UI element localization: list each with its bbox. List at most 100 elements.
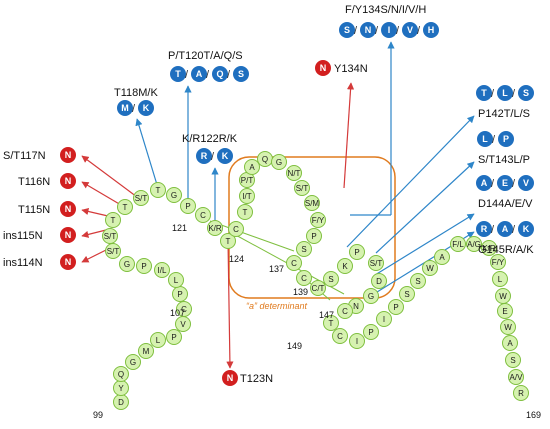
- mutation-label: K/R122R/K: [182, 133, 238, 145]
- mutation-badge: [233, 66, 249, 82]
- residue-169: R: [513, 385, 529, 401]
- residue-101: Q: [113, 366, 129, 382]
- residue-circle: [294, 180, 310, 196]
- mutation-badge-text: N: [65, 230, 72, 240]
- mutation-badge: [476, 175, 492, 191]
- residue-138: C: [296, 270, 312, 286]
- position-number: 169: [526, 410, 541, 420]
- residue-151: P: [363, 324, 379, 340]
- badge-separator: /: [512, 88, 516, 100]
- position-number: 147: [319, 310, 334, 320]
- residue-103: M: [138, 343, 154, 359]
- residue-circle: [376, 311, 392, 327]
- residue-circle: [138, 343, 154, 359]
- residue-136: S: [296, 241, 312, 257]
- residue-121: C: [195, 207, 211, 223]
- residue-letter: T: [156, 186, 161, 195]
- residue-164: E: [497, 303, 513, 319]
- residue-letter: S/M: [305, 199, 320, 208]
- badge-separator: /: [227, 69, 231, 81]
- residue-letter: P: [368, 328, 373, 337]
- mutation-badge-text: R: [481, 224, 488, 234]
- mutation-badge-text: P: [503, 134, 509, 144]
- mutation-badge-text: E: [502, 178, 508, 188]
- residue-167: S: [505, 352, 521, 368]
- residue-126: I/T: [239, 188, 255, 204]
- residue-165: W: [500, 319, 516, 335]
- residue-letter: T: [243, 208, 248, 217]
- residue-139: C/T: [310, 280, 326, 296]
- residue-circle: [180, 198, 196, 214]
- mutation-badge-text: N: [365, 25, 372, 35]
- mutation-badge: [60, 201, 76, 217]
- residue-141: K: [337, 258, 353, 274]
- residue-145: G: [363, 288, 379, 304]
- residue-letter: G: [130, 358, 136, 367]
- residue-circle: [119, 256, 135, 272]
- residue-124: C: [228, 221, 244, 237]
- residue-circle: [490, 254, 506, 270]
- arrow-ins115n: [81, 229, 107, 238]
- residue-circle: [466, 236, 482, 252]
- residue-circle: [349, 244, 365, 260]
- residue-110: I/L: [154, 262, 170, 278]
- mutation-badge: [497, 221, 513, 237]
- mutation-s117n: S/T117N N: [3, 147, 76, 163]
- residue-134: F/Y: [310, 212, 326, 228]
- residue-162: L: [492, 271, 508, 287]
- residue-letter: W: [499, 292, 507, 301]
- residue-137: C: [286, 255, 302, 271]
- residue-circle: [244, 159, 260, 175]
- arrow-t123n: [226, 239, 234, 369]
- residue-119: G: [166, 187, 182, 203]
- arrow-p142: [346, 115, 475, 248]
- residue-153: P: [388, 299, 404, 315]
- residue-111: P: [136, 258, 152, 274]
- residue-circle: [150, 332, 166, 348]
- residue-letter: A/G: [467, 240, 481, 249]
- a-determinant-label: “a” determinant: [246, 301, 308, 311]
- residue-letter: K: [342, 262, 348, 271]
- residue-99: D: [113, 394, 129, 410]
- residue-129: Q: [257, 151, 273, 167]
- mutation-d144: A / E / V D144A/E/V: [476, 175, 534, 210]
- residue-100: Y: [113, 380, 129, 396]
- residue-letter: K/R: [482, 244, 496, 253]
- residue-letter: Q: [262, 155, 268, 164]
- mutation-p142: T / L / S P142T/L/S: [476, 85, 534, 120]
- residue-163: W: [495, 288, 511, 304]
- residue-135: P: [306, 228, 322, 244]
- residue-letter: E: [502, 307, 507, 316]
- residue-148: T: [323, 315, 339, 331]
- badge-separator: /: [491, 224, 495, 236]
- residue-letter: S: [328, 275, 333, 284]
- badge-separator: /: [417, 25, 421, 37]
- residue-letter: C/T: [312, 284, 325, 293]
- residue-circle: [349, 333, 365, 349]
- mutation-badge-text: S: [238, 69, 244, 79]
- residue-circle: [125, 354, 141, 370]
- residue-circle: [422, 260, 438, 276]
- residue-circle: [368, 255, 384, 271]
- badge-separator: /: [375, 25, 379, 37]
- mutation-badge: [217, 148, 233, 164]
- arrow-s117n: [81, 155, 138, 198]
- residue-140: S: [323, 271, 339, 287]
- residue-letter: A: [507, 339, 513, 348]
- residue-letter: C: [200, 211, 206, 220]
- residue-154: S: [399, 286, 415, 302]
- residue-letter: N: [353, 302, 359, 311]
- residue-letter: G: [276, 158, 282, 167]
- residue-circle: [296, 270, 312, 286]
- mutation-badge: [518, 85, 534, 101]
- residue-circle: [304, 195, 320, 211]
- residue-104: L: [150, 332, 166, 348]
- mutation-t118: T118M/K M / K: [114, 87, 158, 116]
- residue-letter: A/V: [510, 373, 524, 382]
- mutation-r122: K/R122R/K R / K: [182, 133, 238, 164]
- disulfide-bond-124-137: [209, 220, 295, 252]
- mutation-label: F/Y134S/N/I/V/H: [345, 4, 426, 16]
- residue-letter: T: [226, 237, 231, 246]
- residue-circle: [228, 221, 244, 237]
- residue-letter: W: [426, 264, 434, 273]
